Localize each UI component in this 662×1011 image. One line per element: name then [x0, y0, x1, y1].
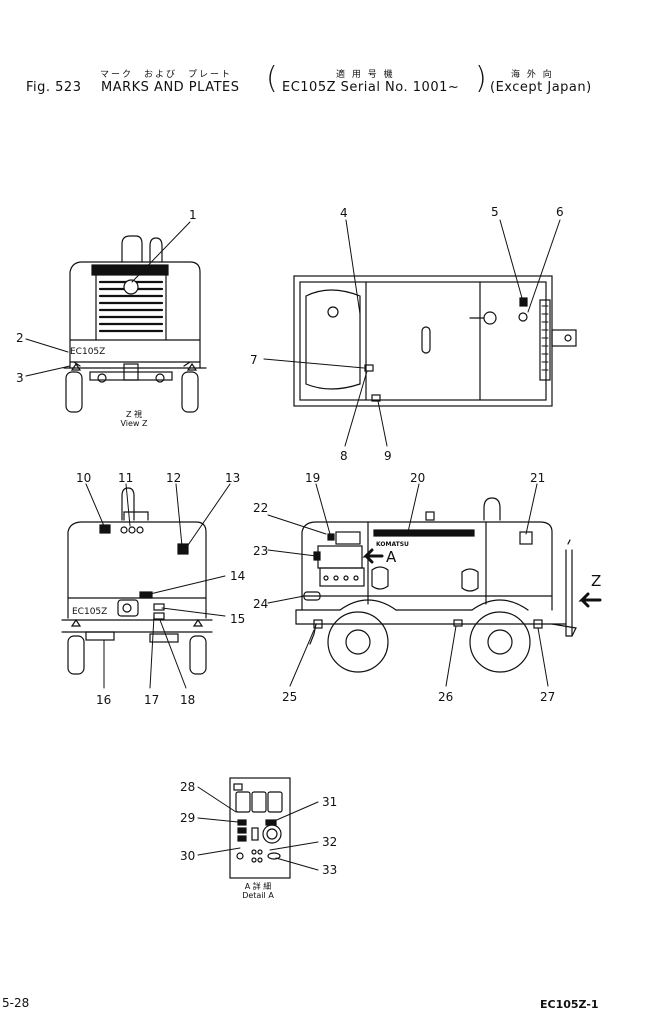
callout-33: 33	[322, 863, 337, 877]
callout-32: 32	[322, 835, 337, 849]
detail-a-drawing	[229, 777, 291, 879]
view-z-model-plate: EC105Z	[70, 347, 105, 357]
detail-a-caption: Detail A	[242, 891, 274, 900]
applicability-close-paren: )	[475, 61, 487, 96]
callout-28: 28	[180, 780, 195, 794]
side-view-drawing	[295, 497, 577, 673]
applicability-open-paren: (	[266, 61, 278, 96]
figure-title: MARKS AND PLATES	[101, 80, 240, 95]
callout-30: 30	[180, 849, 195, 863]
top-view-drawing	[293, 275, 577, 407]
figure-label: Fig. 523	[26, 80, 82, 95]
callout-6: 6	[556, 205, 564, 219]
rear-view-drawing	[61, 487, 213, 675]
callout-12: 12	[166, 471, 181, 485]
callout-10: 10	[76, 471, 91, 485]
callout-18: 18	[180, 693, 195, 707]
callout-16: 16	[96, 693, 111, 707]
callout-5: 5	[491, 205, 499, 219]
callout-1: 1	[189, 208, 197, 222]
view-z-caption: View Z	[120, 419, 148, 428]
callout-31: 31	[322, 795, 337, 809]
callout-24: 24	[253, 597, 268, 611]
region-label: (Except Japan)	[490, 80, 592, 95]
callout-2: 2	[16, 331, 24, 345]
callout-21: 21	[530, 471, 545, 485]
callout-7: 7	[250, 353, 258, 367]
callout-27: 27	[540, 690, 555, 704]
callout-25: 25	[282, 690, 297, 704]
front-grille	[98, 280, 164, 333]
callout-numbers: 1 2 3 4 5 6 7 8 9 10 11 12 13 14 15 16 1…	[16, 205, 564, 877]
brand-band	[91, 264, 169, 276]
callout-8: 8	[340, 449, 348, 463]
callout-11: 11	[118, 471, 133, 485]
view-z-front-drawing	[63, 235, 207, 413]
detail-a-caption-jp: A 詳 細	[244, 882, 272, 891]
view-z-letter: Z	[591, 572, 601, 590]
view-z-caption-jp: Z 視	[125, 410, 143, 419]
callout-22: 22	[253, 501, 268, 515]
view-a-letter: A	[386, 548, 397, 566]
view-z-arrow	[578, 592, 602, 608]
callout-17: 17	[144, 693, 159, 707]
callout-4: 4	[340, 206, 348, 220]
document-code: EC105Z-1	[540, 998, 599, 1011]
rear-view-model-plate: EC105Z	[72, 607, 107, 617]
applicability-japanese: 適 用 号 機	[336, 70, 395, 80]
view-z-brand-plate: KOMATSU	[94, 267, 133, 275]
page-number: 5-28	[2, 996, 30, 1010]
callout-3: 3	[16, 371, 24, 385]
title-japanese: マーク および プレート	[100, 70, 233, 80]
callout-29: 29	[180, 811, 195, 825]
callout-19: 19	[305, 471, 320, 485]
region-japanese: 海 外 向	[511, 70, 554, 80]
callout-9: 9	[384, 449, 392, 463]
side-view-brand-plate: KOMATSU	[376, 541, 409, 548]
callout-20: 20	[410, 471, 425, 485]
callout-14: 14	[230, 569, 245, 583]
callout-23: 23	[253, 544, 268, 558]
side-brand-band	[373, 529, 475, 537]
applicability-serial: EC105Z Serial No. 1001~	[282, 80, 460, 95]
leader-lines	[25, 219, 561, 871]
callout-26: 26	[438, 690, 453, 704]
view-a-arrow	[362, 548, 384, 564]
callout-13: 13	[225, 471, 240, 485]
callout-15: 15	[230, 612, 245, 626]
